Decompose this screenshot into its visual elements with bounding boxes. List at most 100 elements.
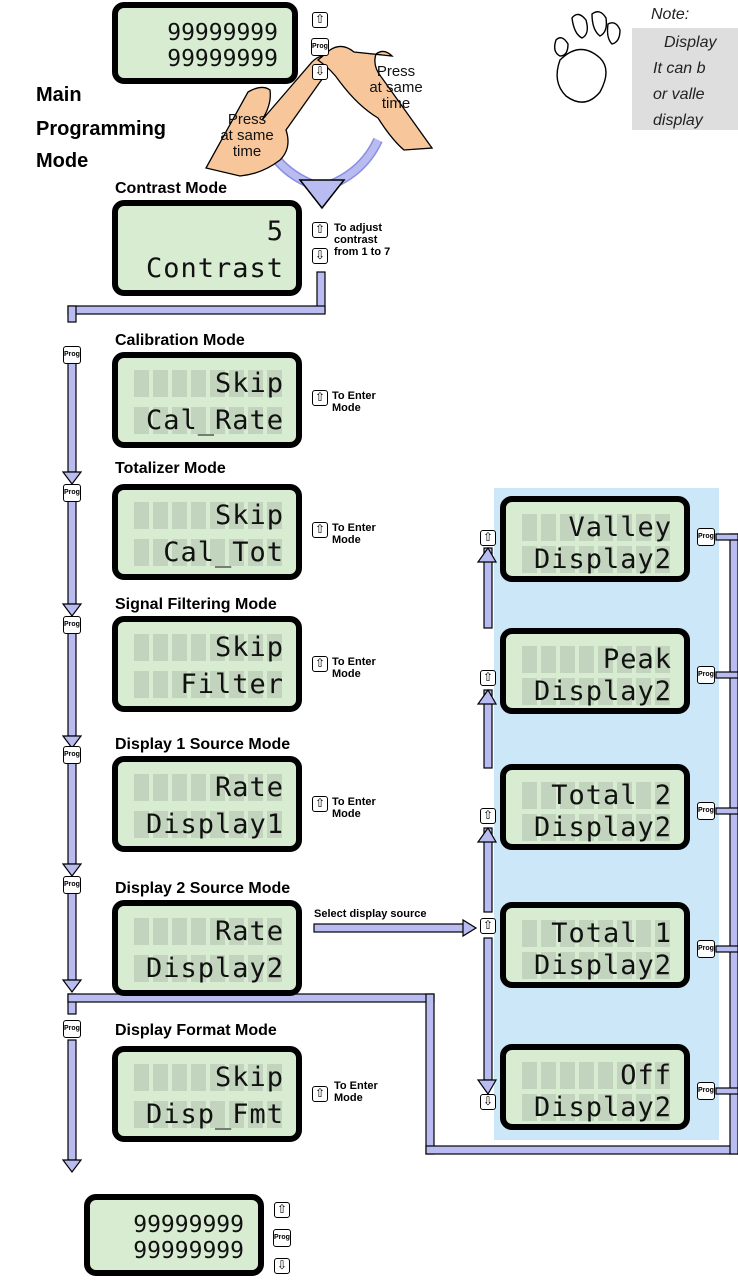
note-line-2: It can b xyxy=(653,60,706,77)
press-left-3: time xyxy=(232,143,262,160)
bottom-display-line1: 99999999 xyxy=(133,1212,244,1238)
up-key-contrast[interactable]: ⇧ xyxy=(312,222,328,238)
bottom-display-line2: 99999999 xyxy=(133,1238,244,1264)
display2-line1: Rate xyxy=(214,916,284,947)
prog-key-option-5[interactable]: Prog xyxy=(697,1082,715,1100)
prog-key-4[interactable]: Prog xyxy=(63,746,81,764)
down-key-top[interactable]: ⇩ xyxy=(312,64,328,80)
down-key-contrast[interactable]: ⇩ xyxy=(312,248,328,264)
prog-key-2[interactable]: Prog xyxy=(63,484,81,502)
calibration-mode-title: Calibration Mode xyxy=(115,332,245,349)
pointing-hands xyxy=(205,45,434,177)
up-key-option-3[interactable]: ⇧ xyxy=(480,808,496,824)
display1-display: Rate Display1 xyxy=(112,756,302,852)
note-box xyxy=(632,28,738,130)
press-left-1: Press xyxy=(227,111,267,128)
prog-key-5[interactable]: Prog xyxy=(63,876,81,894)
down-key-option-5[interactable]: ⇩ xyxy=(480,1094,496,1110)
format-line2: Disp_Fmt xyxy=(145,1099,284,1130)
calibration-line2: Cal_Rate xyxy=(145,405,284,436)
display2-mode-title: Display 2 Source Mode xyxy=(115,880,291,897)
up-key-option-4[interactable]: ⇧ xyxy=(480,918,496,934)
option-off-line1: Off xyxy=(620,1060,672,1091)
option-total1-line1: Total 1 xyxy=(551,918,672,949)
arrow-head xyxy=(298,179,346,210)
option-valley-line1: Valley xyxy=(568,512,672,543)
press-right-3: time xyxy=(381,95,411,112)
contrast-line1: 5 xyxy=(266,216,284,247)
option-total1-line2: Display2 xyxy=(533,950,672,981)
calibration-hint: To Enter Mode xyxy=(332,390,376,414)
note-line-1: Display xyxy=(664,34,717,51)
totalizer-display: Skip Cal_Tot xyxy=(112,484,302,580)
filtering-mode-title: Signal Filtering Mode xyxy=(115,596,277,613)
display1-line2: Display1 xyxy=(145,809,284,840)
option-peak-line2: Display2 xyxy=(533,676,672,707)
option-valley-line2: Display2 xyxy=(533,544,672,575)
option-display-valley: Valley Display2 xyxy=(500,496,690,582)
note-line-3: or valle xyxy=(653,86,705,103)
format-hint: To Enter Mode xyxy=(334,1080,378,1104)
calibration-display: Skip Cal_Rate xyxy=(112,352,302,448)
up-key-display1[interactable]: ⇧ xyxy=(312,796,328,812)
prog-key-option-4[interactable]: Prog xyxy=(697,940,715,958)
up-key-option-1[interactable]: ⇧ xyxy=(480,530,496,546)
prog-key-bottom[interactable]: Prog xyxy=(273,1229,291,1247)
up-key-filtering[interactable]: ⇧ xyxy=(312,656,328,672)
contrast-line2: Contrast xyxy=(145,253,284,284)
up-key-bottom[interactable]: ⇧ xyxy=(274,1202,290,1218)
option-display-peak: Peak Display2 xyxy=(500,628,690,714)
note-line-4: display xyxy=(653,112,703,129)
option-display-total1: Total 1 Display2 xyxy=(500,902,690,988)
up-key-format[interactable]: ⇧ xyxy=(312,1086,328,1102)
option-total2-line2: Display2 xyxy=(533,812,672,843)
up-key-totalizer[interactable]: ⇧ xyxy=(312,522,328,538)
prog-key-option-1[interactable]: Prog xyxy=(697,528,715,546)
press-right-2: at same xyxy=(369,79,423,96)
option-display-total2: Total 2 Display2 xyxy=(500,764,690,850)
prog-key-option-2[interactable]: Prog xyxy=(697,666,715,684)
vertical-flow xyxy=(61,271,738,1173)
option-display-off: Off Display2 xyxy=(500,1044,690,1130)
option-total2-line1: Total 2 xyxy=(551,780,672,811)
prog-key-3[interactable]: Prog xyxy=(63,616,81,634)
format-line1: Skip xyxy=(214,1062,284,1093)
right-hand xyxy=(316,45,434,151)
up-key-top[interactable]: ⇧ xyxy=(312,12,328,28)
format-display: Skip Disp_Fmt xyxy=(112,1046,302,1142)
filtering-line2: Filter xyxy=(180,669,284,700)
top-display-line1: 99999999 xyxy=(167,20,278,46)
filtering-display: Skip Filter xyxy=(112,616,302,712)
select-display-source-label: Select display source xyxy=(314,908,427,920)
totalizer-line1: Skip xyxy=(214,500,284,531)
display1-line1: Rate xyxy=(214,772,284,803)
note-title: Note: xyxy=(651,6,690,23)
calibration-line1: Skip xyxy=(214,368,284,399)
format-mode-title: Display Format Mode xyxy=(115,1022,277,1039)
up-key-calibration[interactable]: ⇧ xyxy=(312,390,328,406)
press-right-1: Press xyxy=(376,63,416,80)
paw-icon xyxy=(553,11,621,103)
filtering-line1: Skip xyxy=(214,632,284,663)
mode-title-3: Mode xyxy=(36,150,89,172)
display2-display: Rate Display2 xyxy=(112,900,302,996)
display1-hint: To Enter Mode xyxy=(332,796,376,820)
totalizer-mode-title: Totalizer Mode xyxy=(115,460,226,477)
mode-title-1: Main xyxy=(36,84,82,106)
filtering-hint: To Enter Mode xyxy=(332,656,376,680)
contrast-hint: To adjust contrast from 1 to 7 xyxy=(334,222,391,258)
prog-key-1[interactable]: Prog xyxy=(63,346,81,364)
display1-mode-title: Display 1 Source Mode xyxy=(115,736,291,753)
option-off-line2: Display2 xyxy=(533,1092,672,1123)
up-key-option-2[interactable]: ⇧ xyxy=(480,670,496,686)
prog-key-6[interactable]: Prog xyxy=(63,1020,81,1038)
mode-title-2: Programming xyxy=(36,118,167,140)
prog-key-option-3[interactable]: Prog xyxy=(697,802,715,820)
bottom-display: 99999999 99999999 xyxy=(84,1194,264,1276)
prog-key-top[interactable]: Prog xyxy=(311,38,329,56)
contrast-mode-title: Contrast Mode xyxy=(115,180,227,197)
display2-line2: Display2 xyxy=(145,953,284,984)
totalizer-hint: To Enter Mode xyxy=(332,522,376,546)
down-key-bottom[interactable]: ⇩ xyxy=(274,1258,290,1274)
